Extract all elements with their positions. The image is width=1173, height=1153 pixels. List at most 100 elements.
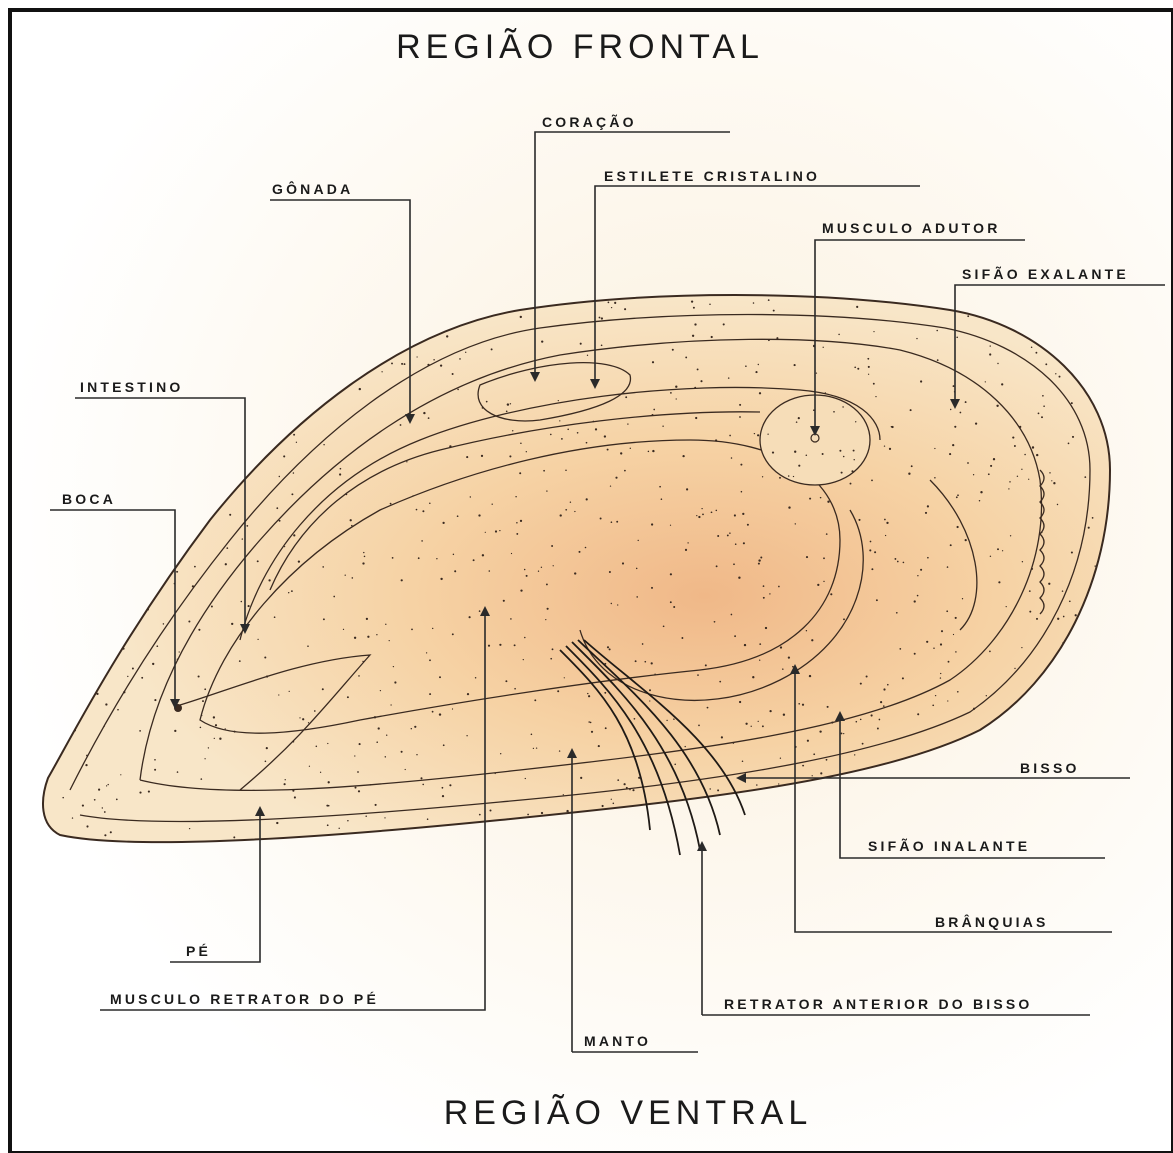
stipple-dot [910, 409, 912, 411]
stipple-dot [294, 796, 296, 798]
stipple-dot [511, 553, 512, 554]
stipple-dot [558, 400, 559, 401]
stipple-dot [392, 557, 394, 559]
stipple-dot [809, 498, 811, 500]
stipple-dot [231, 623, 233, 625]
stipple-dot [933, 647, 934, 648]
stipple-dot [233, 836, 235, 838]
stipple-dot [320, 772, 321, 773]
stipple-dot [870, 541, 872, 543]
stipple-dot [813, 753, 815, 755]
stipple-dot [486, 401, 488, 403]
stipple-dot [816, 372, 817, 373]
stipple-dot [412, 495, 413, 496]
stipple-dot [891, 426, 893, 428]
stipple-dot [516, 533, 518, 535]
stipple-dot [442, 522, 444, 524]
stipple-dot [782, 668, 784, 670]
stipple-dot [758, 563, 760, 565]
stipple-dot [947, 700, 948, 701]
stipple-dot [694, 323, 696, 325]
stipple-dot [367, 636, 369, 638]
stipple-dot [993, 458, 995, 460]
stipple-dot [653, 409, 655, 411]
stipple-dot [757, 434, 759, 436]
stipple-dot [873, 383, 875, 385]
stipple-dot [257, 639, 258, 640]
stipple-dot [1024, 454, 1026, 456]
stipple-dot [830, 593, 832, 595]
stipple-dot [85, 764, 87, 766]
stipple-dot [466, 735, 467, 736]
stipple-dot [414, 726, 416, 728]
stipple-dot [550, 658, 552, 660]
stipple-dot [624, 308, 626, 310]
stipple-dot [211, 606, 213, 608]
stipple-dot [219, 738, 221, 740]
stipple-dot [876, 599, 878, 601]
stipple-dot [626, 787, 628, 789]
stipple-dot [767, 434, 768, 435]
stipple-dot [692, 335, 694, 337]
stipple-dot [401, 363, 403, 365]
stipple-dot [366, 618, 368, 620]
stipple-dot [949, 453, 951, 455]
stipple-dot [553, 565, 554, 566]
stipple-dot [359, 388, 361, 390]
stipple-dot [154, 699, 156, 701]
stipple-dot [763, 597, 765, 599]
stipple-dot [990, 345, 991, 346]
stipple-dot [266, 747, 268, 749]
stipple-dot [956, 337, 958, 339]
stipple-dot [390, 503, 392, 505]
stipple-dot [811, 639, 813, 641]
stipple-dot [825, 392, 827, 394]
stipple-dot [288, 592, 289, 593]
stipple-dot [756, 784, 758, 786]
stipple-dot [174, 730, 176, 732]
stipple-dot [545, 619, 546, 620]
stipple-dot [328, 805, 330, 807]
stipple-dot [432, 628, 433, 629]
stipple-dot [1048, 583, 1050, 585]
stipple-dot [152, 663, 154, 665]
stipple-dot [473, 559, 475, 561]
stipple-dot [411, 629, 413, 631]
stipple-dot [418, 557, 420, 559]
stipple-dot [877, 728, 879, 730]
stipple-dot [148, 791, 150, 793]
stipple-dot [953, 634, 954, 635]
stipple-dot [588, 721, 590, 723]
stipple-dot [512, 430, 513, 431]
stipple-dot [670, 601, 672, 603]
stipple-dot [322, 688, 324, 690]
stipple-dot [833, 411, 835, 413]
stipple-dot [423, 412, 425, 414]
stipple-dot [741, 491, 743, 493]
stipple-dot [754, 433, 755, 434]
stipple-dot [788, 656, 790, 658]
stipple-dot [296, 442, 297, 443]
stipple-dot [328, 781, 330, 783]
stipple-dot [384, 817, 385, 818]
stipple-dot [772, 452, 774, 454]
stipple-dot [954, 426, 956, 428]
stipple-dot [883, 688, 885, 690]
stipple-dot [885, 535, 886, 536]
stipple-dot [482, 554, 484, 556]
stipple-dot [731, 457, 733, 459]
stipple-dot [108, 784, 109, 785]
stipple-dot [1019, 426, 1021, 428]
stipple-dot [567, 429, 569, 431]
stipple-dot [759, 643, 761, 645]
stipple-dot [104, 834, 106, 836]
stipple-dot [617, 604, 618, 605]
stipple-dot [453, 554, 454, 555]
stipple-dot [591, 731, 593, 733]
stipple-dot [526, 451, 527, 452]
stipple-dot [123, 648, 125, 650]
stipple-dot [225, 563, 227, 565]
stipple-dot [1021, 469, 1022, 470]
stipple-dot [401, 751, 403, 753]
stipple-dot [651, 414, 653, 416]
